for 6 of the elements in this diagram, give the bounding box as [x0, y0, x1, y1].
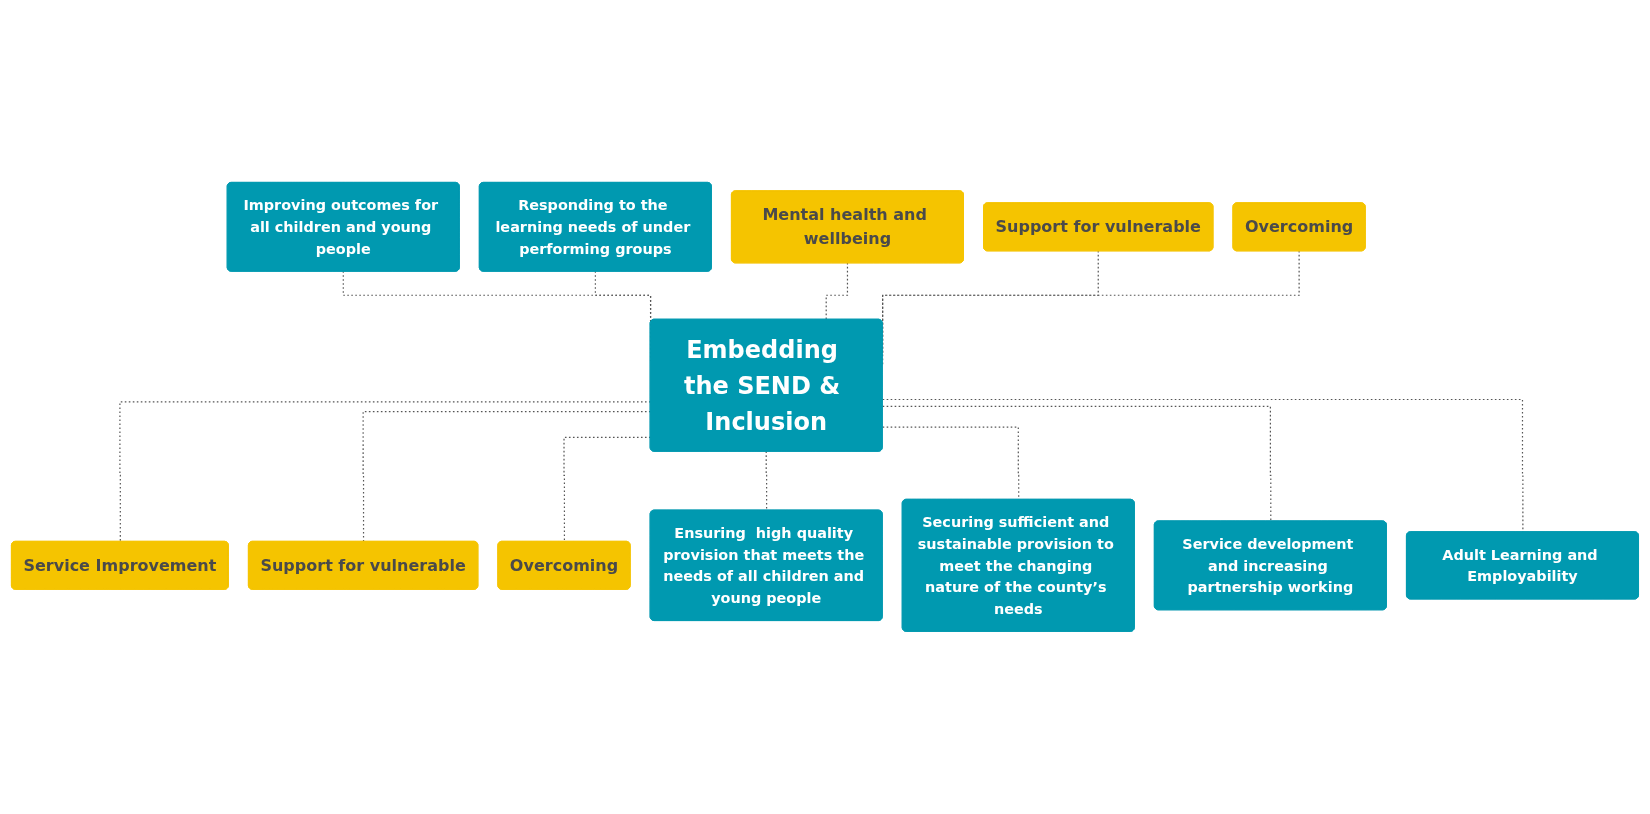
connector	[825, 262, 849, 321]
connector	[563, 436, 652, 543]
connector	[882, 405, 1272, 523]
connector	[362, 411, 652, 543]
connector	[882, 399, 1524, 533]
connector	[119, 401, 652, 543]
